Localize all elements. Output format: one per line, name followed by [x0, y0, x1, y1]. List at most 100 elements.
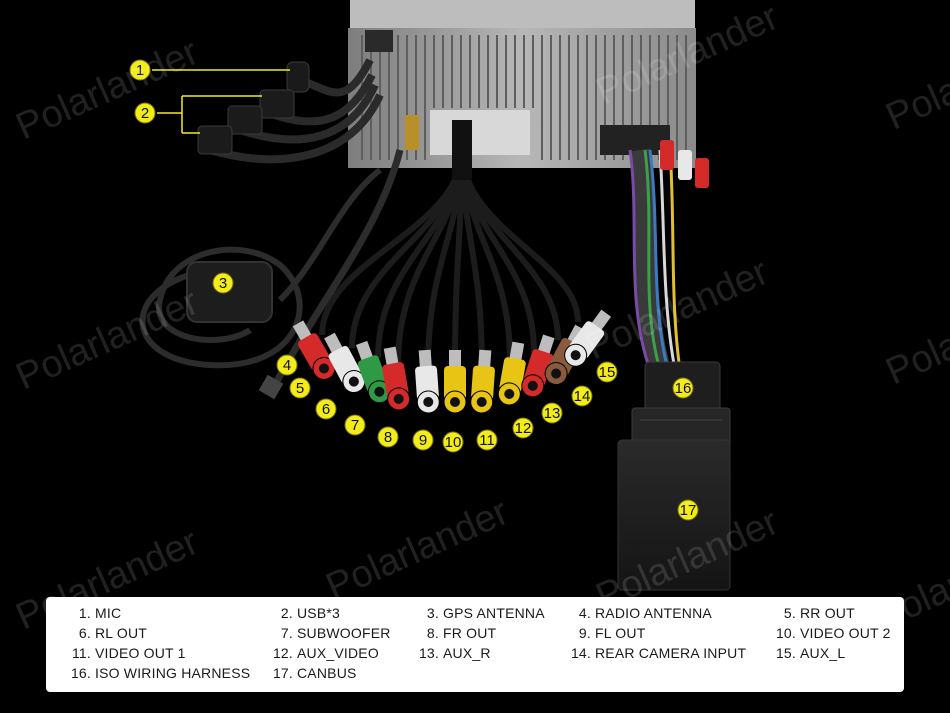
callout-number: 4 [283, 357, 291, 374]
legend-item: 16.ISO WIRING HARNESS [56, 665, 258, 685]
legend-item-label: GPS ANTENNA [443, 605, 545, 621]
legend-item-number: 10. [775, 625, 796, 641]
callout-number: 11 [479, 432, 495, 449]
callout-marker: 17 [677, 499, 699, 521]
legend-item-label: AUX_VIDEO [297, 645, 379, 661]
gps-antenna-module [186, 261, 273, 323]
harness-rca-red-2 [695, 158, 709, 188]
legend-item-number: 16. [70, 665, 91, 681]
mic-connector [286, 61, 310, 93]
legend-item: 5.RR OUT [761, 605, 901, 625]
legend-item: 9.FL OUT [556, 625, 761, 645]
callout-marker: 1 [129, 59, 151, 81]
legend-item-number: 5. [783, 605, 796, 621]
canbus-box [617, 439, 731, 591]
legend-item: 14.REAR CAMERA INPUT [556, 645, 761, 665]
legend-item: 12.AUX_VIDEO [258, 645, 404, 665]
callout-number: 13 [544, 405, 561, 422]
legend-item: 1.MIC [56, 605, 258, 625]
legend-item-number: 14. [570, 645, 591, 661]
legend-item: 8.FR OUT [404, 625, 556, 645]
right-connector-block [600, 125, 670, 155]
callout-marker: 10 [442, 431, 464, 453]
harness-rca-red [660, 140, 674, 170]
harness-rca-white [678, 150, 692, 180]
callout-number: 3 [219, 275, 227, 292]
callout-number: 10 [445, 434, 462, 451]
legend-item: 10.VIDEO OUT 2 [761, 625, 901, 645]
usb-connector-3 [197, 125, 233, 155]
callout-number: 5 [296, 380, 304, 397]
legend-item-label: ISO WIRING HARNESS [95, 665, 251, 681]
legend-item-number: 8. [426, 625, 439, 641]
callout-marker: 12 [512, 417, 534, 439]
legend-item-label: VIDEO OUT 2 [800, 625, 891, 641]
radio-antenna-cable [258, 115, 419, 400]
rca-plug [564, 309, 612, 367]
rca-cable-bundle [319, 120, 581, 369]
callout-marker: 14 [571, 385, 593, 407]
legend-item-number: 11. [71, 645, 91, 661]
callout-marker: 7 [344, 414, 366, 436]
callout-marker: 8 [377, 426, 399, 448]
callout-number: 7 [351, 417, 359, 434]
legend-item-label: AUX_R [443, 645, 491, 661]
callout-marker: 5 [289, 377, 311, 399]
callout-marker: 4 [276, 354, 298, 376]
legend-item-label: SUBWOOFER [297, 625, 391, 641]
rca-plug [443, 350, 467, 414]
legend-item: 7.SUBWOOFER [258, 625, 404, 645]
legend-item-number: 15. [775, 645, 796, 661]
callout-marker: 3 [212, 272, 234, 294]
legend-item: 13.AUX_R [404, 645, 556, 665]
callout-number: 14 [574, 388, 591, 405]
legend-item-label: FR OUT [443, 625, 497, 641]
callout-marker: 13 [541, 402, 563, 424]
callout-number: 17 [680, 502, 697, 519]
legend-item-number: 4. [578, 605, 591, 621]
legend-item-number: 13. [418, 645, 439, 661]
rca-bundle-trunk [452, 120, 472, 180]
gps-antenna-cable [139, 167, 382, 369]
rca-cable [459, 149, 561, 341]
callout-marker: 11 [476, 429, 498, 451]
legend-item-label: RR OUT [800, 605, 855, 621]
rca-plug [415, 349, 440, 414]
rca-plug [324, 332, 366, 394]
callout-marker: 15 [596, 361, 618, 383]
rca-plug [292, 320, 336, 380]
legend-item-number: 3. [426, 605, 439, 621]
rca-plug [470, 349, 495, 414]
legend-item-number: 6. [78, 625, 91, 641]
rca-plug [497, 341, 526, 406]
callout-leader-lines [152, 69, 290, 134]
legend-item-label: FL OUT [595, 625, 646, 641]
callout-marker: 6 [315, 398, 337, 420]
legend-item-number: 12. [272, 645, 293, 661]
callout-number: 12 [515, 420, 532, 437]
callout-number: 16 [675, 380, 692, 397]
legend-item-label: AUX_L [800, 645, 846, 661]
callout-marker: 9 [412, 429, 434, 451]
antenna-gold-connector [405, 115, 419, 150]
legend-item: 11.VIDEO OUT 1 [56, 645, 258, 665]
callout-number: 9 [419, 432, 427, 449]
legend-item-label: RL OUT [95, 625, 148, 641]
legend-item: 2.USB*3 [258, 605, 404, 625]
legend-item: 6.RL OUT [56, 625, 258, 645]
callout-marker: 2 [134, 102, 156, 124]
callout-number: 8 [384, 429, 392, 446]
callout-marker: 16 [672, 377, 694, 399]
head-unit-chassis [348, 0, 696, 168]
usb-connector-1 [259, 89, 295, 119]
legend-item-label: REAR CAMERA INPUT [595, 645, 747, 661]
callout-number: 15 [599, 364, 616, 381]
legend-item-number: 7. [280, 625, 293, 641]
legend-item-number: 9. [578, 625, 591, 641]
legend-item-label: CANBUS [297, 665, 357, 681]
legend-item-label: USB*3 [297, 605, 341, 621]
iso-harness-wires [628, 140, 709, 374]
legend-item-label: RADIO ANTENNA [595, 605, 712, 621]
legend-item: 17.CANBUS [258, 665, 404, 685]
